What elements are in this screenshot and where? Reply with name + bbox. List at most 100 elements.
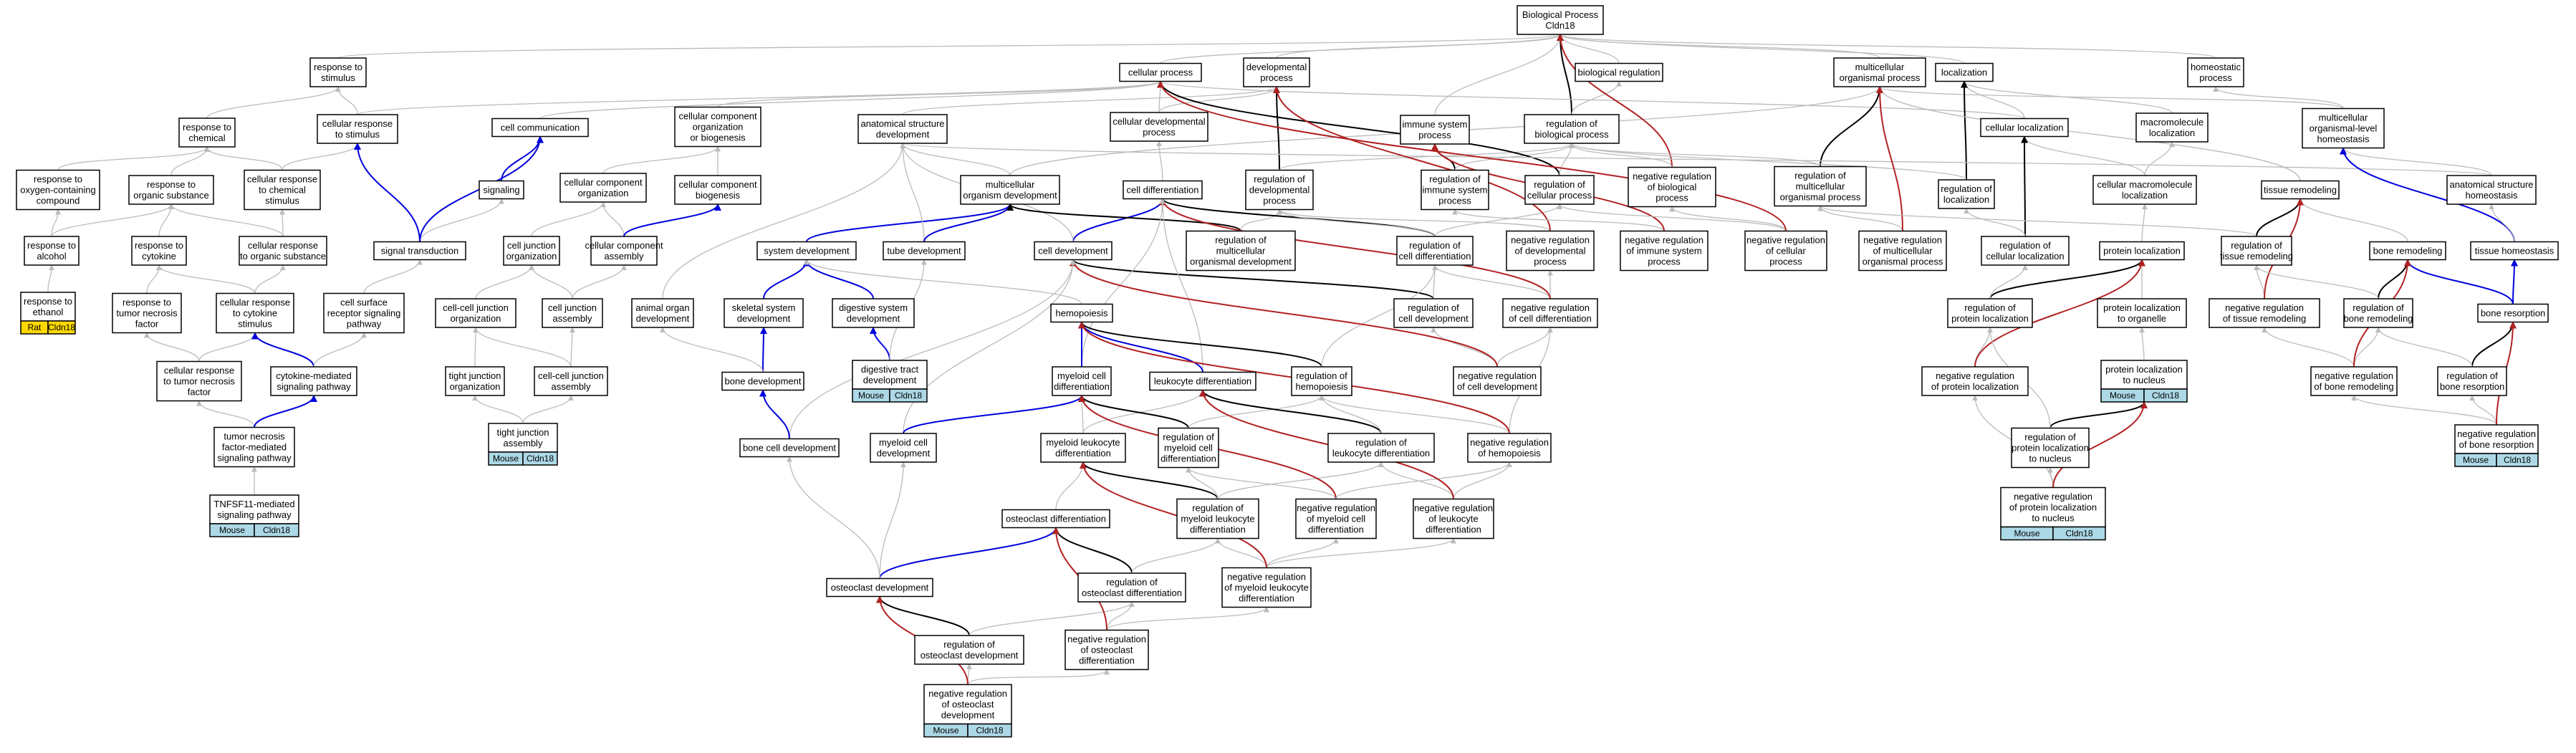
node-label-line: signaling pathway [217,453,292,464]
edge-is_a-nrmld-to-rmld [1215,537,1267,568]
node-label-line: regulation of [1408,302,1459,313]
node-box [674,175,761,205]
node-label: cellular localization [1985,123,2063,133]
node-label: leukocyte differentiation [1154,376,1251,387]
gene-label: Cldn18 [2504,455,2531,465]
edge-is_a-cros-to-crcs [279,208,286,237]
node-box [2092,175,2197,205]
node-box [724,298,804,328]
node-breg: biological regulation [1575,62,1663,82]
node-label-line: cytokine-mediated [276,370,352,381]
node-label-line: negative regulation [2457,428,2536,439]
node-label-line: assembly [605,251,644,262]
node-label-line: localization [1943,194,1989,205]
node-label-line: negative regulation [1936,370,2014,381]
edge-is_a-od-to-mld [1055,461,1086,510]
edge-is_a-isp-to-bp [1434,34,1563,116]
edge-negatively_regulates-nrbp-to-bp [1557,34,1673,168]
gene-cell [889,388,928,403]
node-box [323,292,405,334]
node-label-line: response to [135,240,183,251]
edge-is_a-st-to-sig [419,198,504,242]
node-label: protein localization [2103,246,2181,256]
edge-is_a-mld-to-ld [1082,389,1206,434]
node-td: tube development [883,241,966,261]
node-box [128,175,214,205]
edge-is_a-nrcd-to-rcd [1432,264,1551,299]
edge-regulates-rmld-to-mld [1080,461,1219,499]
edge-part_of-sig-to-ccomm [501,135,544,181]
edge-is_a-nrmcd-to-rmcd [1186,466,1337,499]
edge-part_of-bcd-to-bdev [759,389,790,439]
node-label-line: immune system [1402,119,1467,130]
node-box [1040,433,1126,463]
edge-part_of-ssd-to-sd [763,259,810,299]
node-label-line: regulation of [1534,179,1585,190]
node-label-line: osteoclast differentiation [1006,514,1106,524]
node-label-line: of leukocyte [1428,514,1478,524]
node-label-line: cell junction [507,240,556,251]
edge-is_a-rhem-to-rcd [1321,264,1438,368]
node-label: biological regulation [1578,67,1661,78]
node-box [131,236,187,266]
edge-is_a-nrmcd-to-nrhem [1335,461,1512,499]
node-label-line: myeloid cell [879,437,928,448]
edge-is_a-nrbres-to-rbres [2469,395,2497,426]
node-box [1524,175,1595,205]
edge-regulates-rhem-to-hem [1078,321,1322,368]
edge-is_a-aod-to-asd [662,143,905,299]
node-box [542,298,603,328]
node-label-line: process [1648,256,1681,267]
edge-regulates-rod-to-od [1052,527,1133,574]
node-label-line: cellular response [248,240,318,251]
edge-is_a-crcs-to-crs [282,143,360,171]
node-box [870,433,937,463]
node-label-line: regulation of [2352,302,2404,313]
edge-is_a-rpl-to-rcl [1989,264,2028,299]
species-label: Mouse [933,726,958,736]
edge-is_a-homp-to-bp [1557,34,2216,59]
node-label-line: differentiation [1160,454,1216,464]
node-cl: cellular localization [1980,117,2069,138]
node-label-line: myeloid cell [1057,370,1106,381]
node-box [2100,360,2188,390]
edge-is_a-rcd-to-rdp [1277,208,1436,237]
node-label: localization [1941,67,1987,78]
edge-is_a-nrdp-to-rdp [1277,208,1551,232]
node-label-line: cell differentiation [1127,185,1199,196]
gene-label: Cldn18 [2065,529,2092,539]
node-label-line: to tumor necrosis [163,376,235,387]
node-box [756,241,857,261]
node-box [2261,180,2340,200]
edge-is_a-pl-to-cmml [2141,203,2148,242]
node-label-line: response to [122,297,171,308]
node-box [1291,366,1352,396]
node-label-line: process [2199,72,2232,83]
node-label: bone development [725,376,802,387]
node-box [960,175,1060,205]
edge-is_a-nrmop-to-rmop [1817,205,1903,231]
node-label-line: homeostasis [2466,190,2518,201]
node-label-line: regulation of [1409,240,1461,251]
edge-negatively_regulates-nrcp-to-cp [1157,80,1787,231]
edge-regulates-rloc-to-loc [1961,80,1969,181]
